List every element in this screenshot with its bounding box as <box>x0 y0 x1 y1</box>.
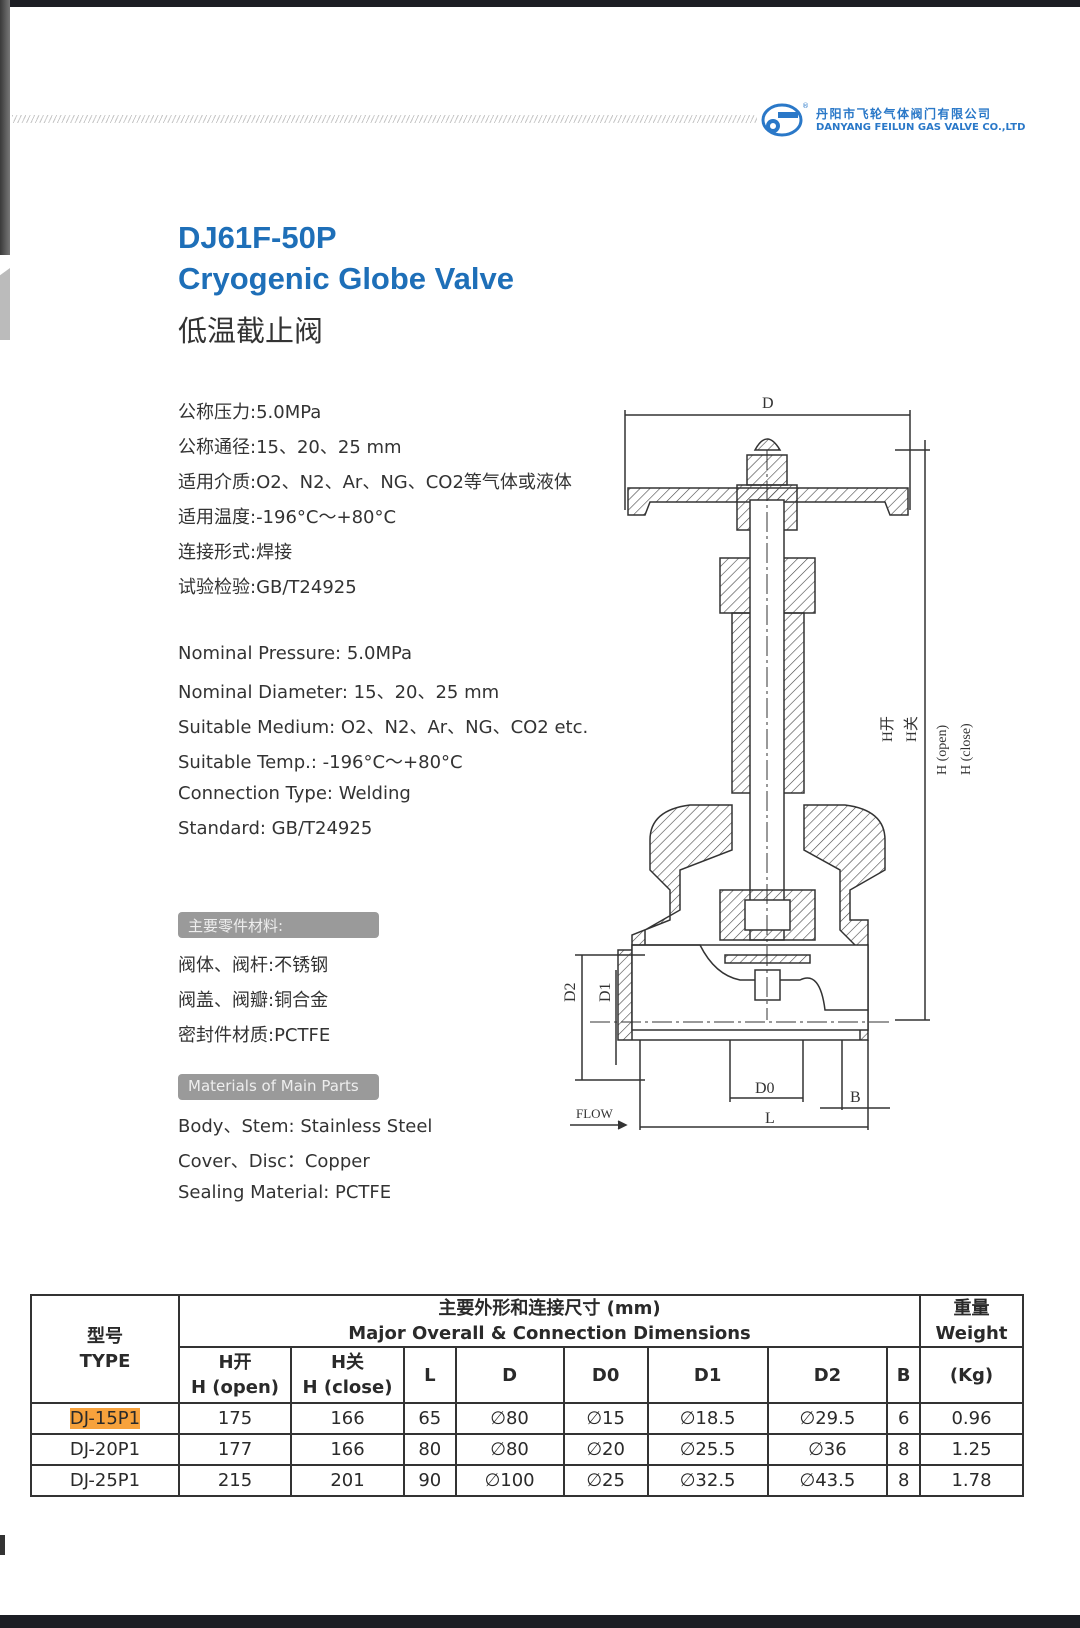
value-cell: 0.96 <box>919 1402 1024 1435</box>
value-cell: 65 <box>403 1402 457 1435</box>
spec-en: Suitable Temp.: -196°C～+80°C <box>178 752 463 773</box>
top-bar <box>0 0 1080 7</box>
spec-en: Nominal Diameter: 15、20、25 mm <box>178 682 500 703</box>
value-cell: 90 <box>403 1464 457 1497</box>
value-cell: ∅20 <box>562 1433 649 1466</box>
value-cell: ∅29.5 <box>766 1402 889 1435</box>
value-cell: ∅80 <box>454 1433 565 1466</box>
col-header: D0 <box>562 1346 649 1404</box>
material-cn: 阀体、阀杆:不锈钢 <box>178 955 329 976</box>
dim-label-d2: D2 <box>562 982 579 1002</box>
value-cell: ∅32.5 <box>646 1464 769 1497</box>
spec-en: Nominal Pressure: 5.0MPa <box>178 643 413 664</box>
dim-label-h-close-cn: H关 <box>903 716 920 742</box>
value-cell: 215 <box>178 1464 292 1497</box>
dim-label-d: D <box>762 395 774 412</box>
value-cell: ∅100 <box>454 1464 565 1497</box>
highlighted-type: DJ-15P1 <box>69 1408 141 1429</box>
dim-label-h-open-cn: H开 <box>880 716 896 742</box>
value-cell: 80 <box>403 1433 457 1466</box>
value-cell: 1.78 <box>919 1464 1024 1497</box>
col-header: D2 <box>766 1346 889 1404</box>
value-cell: 166 <box>290 1402 405 1435</box>
col-header: D <box>454 1346 565 1404</box>
dim-label-h-close: H (close) <box>959 723 974 775</box>
feilun-logo-icon: ® <box>761 102 808 137</box>
value-cell: 1.25 <box>919 1433 1024 1466</box>
value-cell: 201 <box>290 1464 405 1497</box>
value-cell: ∅15 <box>562 1402 649 1435</box>
materials-cn-label: 主要零件材料: <box>178 912 379 938</box>
dim-label-b: B <box>850 1089 861 1106</box>
col-header: B <box>886 1346 921 1404</box>
material-cn: 阀盖、阀瓣:铜合金 <box>178 990 329 1011</box>
value-cell: ∅18.5 <box>646 1402 769 1435</box>
dim-label-l: L <box>765 1110 775 1127</box>
company-logo: ® 丹阳市飞轮气体阀门有限公司 DANYANG FEILUN GAS VALVE… <box>760 100 1025 138</box>
company-name-cn: 丹阳市飞轮气体阀门有限公司 <box>816 107 992 121</box>
left-decoration <box>0 0 10 255</box>
col-header: D1 <box>646 1346 769 1404</box>
svg-text:®: ® <box>802 102 808 110</box>
value-cell: ∅80 <box>454 1402 565 1435</box>
flow-label: FLOW <box>576 1106 614 1121</box>
material-cn: 密封件材质:PCTFE <box>178 1025 331 1046</box>
value-cell: 175 <box>178 1402 292 1435</box>
material-en: Sealing Material: PCTFE <box>178 1182 392 1203</box>
valve-diagram: D H开 H关 H (open) H (close) D2 D1 D0 B L … <box>562 395 974 1130</box>
value-cell: ∅25.5 <box>646 1433 769 1466</box>
weight-unit: (Kg) <box>919 1346 1024 1404</box>
spec-cn: 适用介质:O2、N2、Ar、NG、CO2等气体或液体 <box>178 472 572 493</box>
value-cell: ∅43.5 <box>766 1464 889 1497</box>
product-model: DJ61F-50P <box>178 220 337 255</box>
value-cell: 6 <box>886 1402 921 1435</box>
materials-en-label: Materials of Main Parts <box>178 1074 379 1100</box>
value-cell: 166 <box>290 1433 405 1466</box>
dim-label-d1: D1 <box>597 982 614 1002</box>
spec-cn: 公称压力:5.0MPa <box>178 402 322 423</box>
spec-cn: 连接形式:焊接 <box>178 542 293 563</box>
left-decoration-2 <box>0 268 10 340</box>
value-cell: ∅36 <box>766 1433 889 1466</box>
spec-cn: 公称通径:15、20、25 mm <box>178 437 402 458</box>
value-cell: ∅25 <box>562 1464 649 1497</box>
product-name-en: Cryogenic Globe Valve <box>178 261 514 296</box>
spec-en: Connection Type: Welding <box>178 783 411 804</box>
spec-cn: 试验检验:GB/T24925 <box>178 577 357 598</box>
value-cell: 177 <box>178 1433 292 1466</box>
left-mark <box>0 1535 5 1555</box>
dimensions-header: 主要外形和连接尺寸 (mm)Major Overall & Connection… <box>178 1294 921 1348</box>
material-en: Cover、Disc：Copper <box>178 1151 370 1172</box>
dim-label-h-open: H (open) <box>935 725 950 775</box>
bottom-bar <box>0 1615 1080 1628</box>
header-hatch-line <box>12 115 757 123</box>
dim-label-d0: D0 <box>755 1080 775 1097</box>
col-header: L <box>403 1346 457 1404</box>
company-name-en: DANYANG FEILUN GAS VALVE CO.,LTD <box>816 122 1026 133</box>
spec-en: Standard: GB/T24925 <box>178 818 373 839</box>
type-cell: DJ-15P1 <box>30 1402 180 1435</box>
value-cell: 8 <box>886 1464 921 1497</box>
product-name-cn: 低温截止阀 <box>178 314 324 348</box>
value-cell: 8 <box>886 1433 921 1466</box>
material-en: Body、Stem: Stainless Steel <box>178 1116 433 1137</box>
type-cell: DJ-25P1 <box>30 1464 180 1497</box>
spec-cn: 适用温度:-196°C～+80°C <box>178 507 397 528</box>
type-cell: DJ-20P1 <box>30 1433 180 1466</box>
spec-en: Suitable Medium: O2、N2、Ar、NG、CO2 etc. <box>178 717 589 738</box>
